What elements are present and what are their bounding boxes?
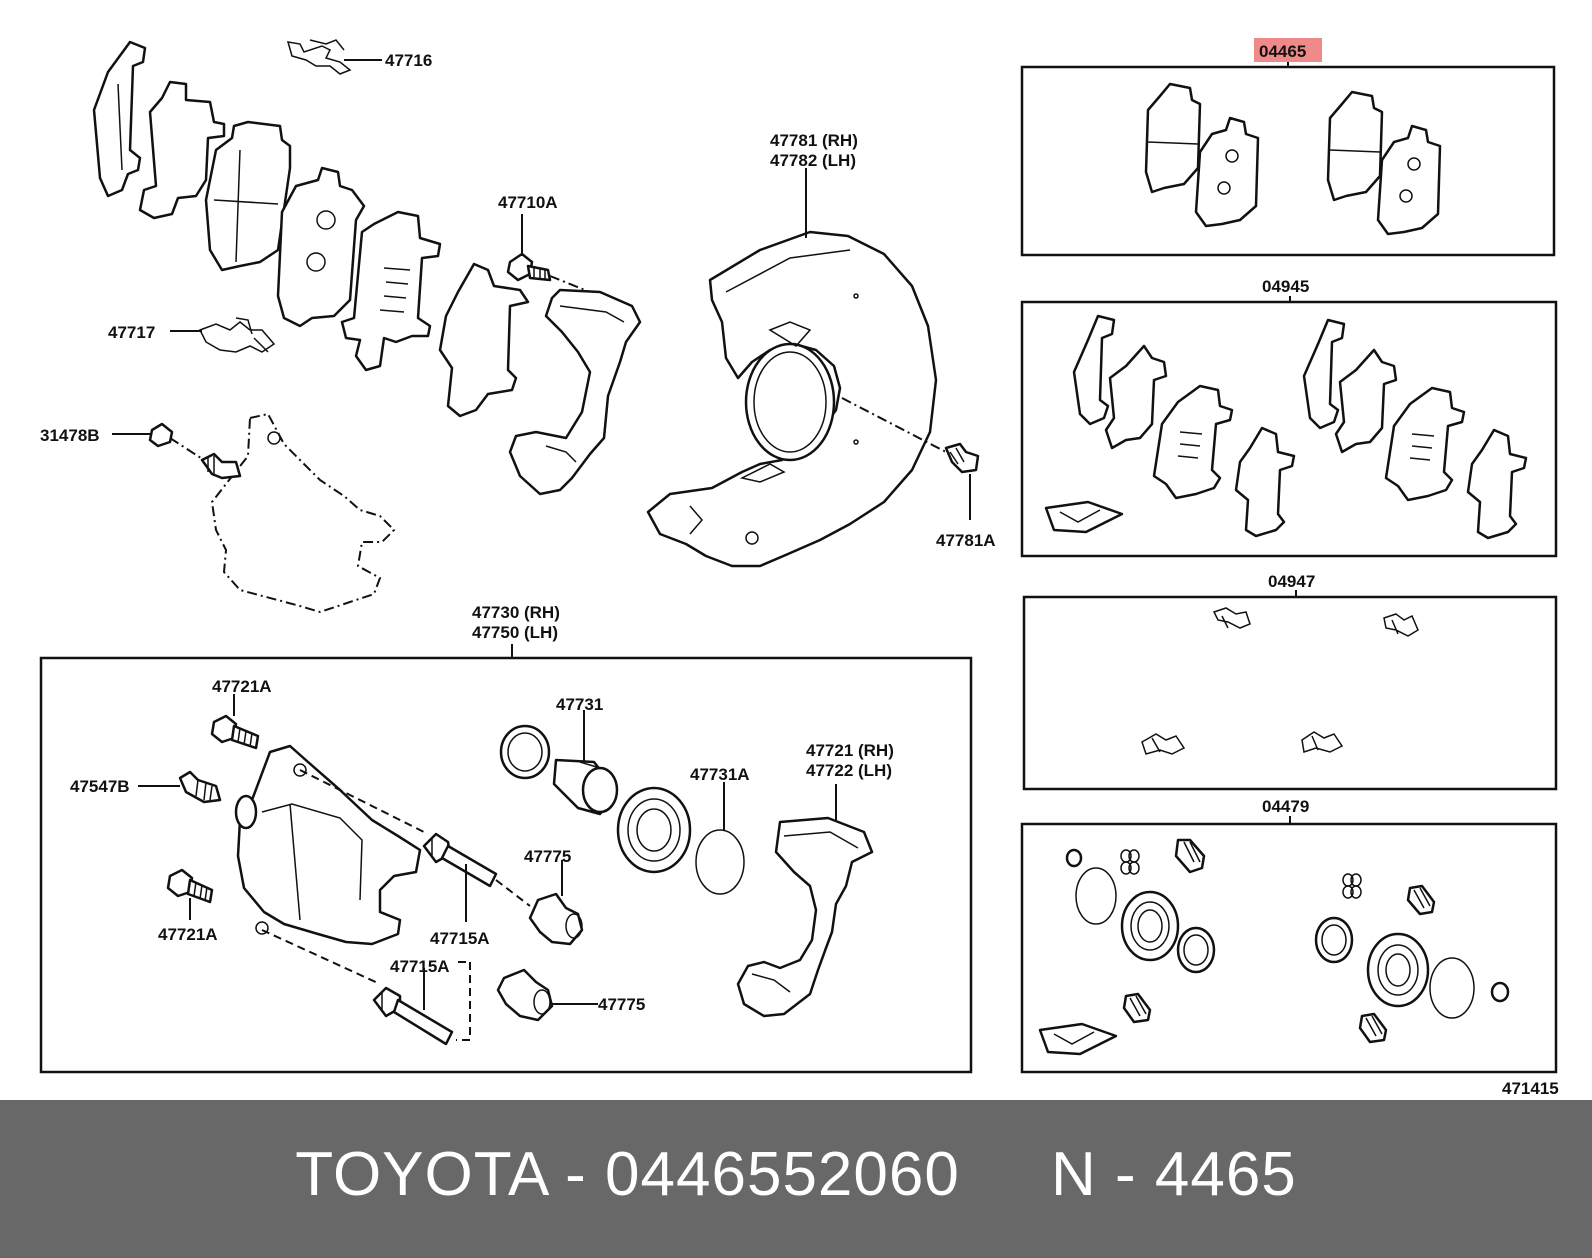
label-47721-rh: 47721 (RH): [806, 741, 894, 760]
label-47730-rh: 47730 (RH): [472, 603, 560, 622]
part-number-footer: TOYOTA - 0446552060 N - 4465: [0, 1100, 1592, 1258]
anti-squeal-clip: [340, 210, 442, 372]
anti-rattle-spring-47716: [286, 39, 352, 75]
slide-pin-47715A-mid: [422, 832, 498, 888]
clip-kit: [1141, 607, 1419, 755]
caliper-assembly-box: [39, 656, 973, 1074]
label-47721A-bottom: 47721A: [158, 925, 218, 944]
bolt-47721A-bottom: [166, 868, 214, 904]
cylinder-boot: [616, 786, 692, 874]
label-47775-bottom: 47775: [598, 995, 645, 1014]
label-47781A: 47781A: [936, 531, 996, 550]
bleeder-plug-47547B: [178, 770, 222, 804]
bush-dust-boot-47775-top: [528, 892, 584, 946]
label-47781-rh: 47781 (RH): [770, 131, 858, 150]
shim-kit-set-2: [1302, 318, 1528, 540]
piston-47731: [552, 758, 619, 816]
label-47547B: 47547B: [70, 777, 130, 796]
shim-outer: [92, 40, 147, 198]
caliper-housing: [210, 412, 396, 614]
caliper-mounting-bracket: [508, 288, 642, 496]
shim-inner: [138, 80, 226, 220]
brake-pad-outer: [204, 120, 292, 272]
label-47716: 47716: [385, 51, 432, 70]
seal-kit: [1038, 838, 1510, 1056]
bolt-47710A: [506, 252, 552, 282]
brake-pad-inner: [276, 166, 366, 328]
label-471415: 471415: [1502, 1079, 1559, 1098]
kit-box-04947: [1022, 595, 1558, 791]
bush-dust-boot-47775-bottom: [496, 968, 554, 1022]
label-47722-lh: 47722 (LH): [806, 761, 892, 780]
disc-brake-dust-cover: [646, 230, 938, 568]
label-31478B: 31478B: [40, 426, 100, 445]
pad-kit-set-1: [1144, 82, 1260, 228]
label-47715A-bottom: 47715A: [390, 957, 450, 976]
piston-seal-47731-ring: [499, 724, 551, 780]
parts-diagram: 47716 47717 31478B 47710A 47781 (RH) 477…: [39, 38, 1559, 1098]
caliper-bracket-47721: [736, 816, 874, 1018]
label-47775-top: 47775: [524, 847, 571, 866]
label-04945: 04945: [1262, 277, 1309, 296]
bleeder-plug-31478B: [148, 422, 174, 448]
label-47721A-top: 47721A: [212, 677, 272, 696]
anti-rattle-spring-47717: [198, 317, 276, 353]
caliper-cylinder: [234, 744, 422, 946]
label-47782-lh: 47782 (LH): [770, 151, 856, 170]
set-ring-47731A: [695, 829, 745, 895]
slide-pin-47715A-bottom: [372, 986, 454, 1046]
label-04465: 04465: [1259, 42, 1306, 61]
bolt-47781A: [944, 442, 980, 474]
bolt-47721A-top: [210, 714, 260, 750]
footer-part-number: TOYOTA - 0446552060 N - 4465: [295, 1139, 1297, 1209]
label-04947: 04947: [1268, 572, 1315, 591]
bleeder-screw: [200, 452, 242, 480]
label-47710A: 47710A: [498, 193, 558, 212]
label-47717: 47717: [108, 323, 155, 342]
highlight-04465: [1254, 38, 1322, 62]
label-47750-lh: 47750 (LH): [472, 623, 558, 642]
label-04479: 04479: [1262, 797, 1309, 816]
shim-kit-set-1: [1044, 314, 1296, 538]
label-47715A-mid: 47715A: [430, 929, 490, 948]
pad-kit-set-2: [1326, 90, 1442, 236]
label-47731: 47731: [556, 695, 603, 714]
pad-support-plate: [438, 262, 530, 418]
label-47731A: 47731A: [690, 765, 750, 784]
kit-box-04465: [1020, 65, 1556, 257]
